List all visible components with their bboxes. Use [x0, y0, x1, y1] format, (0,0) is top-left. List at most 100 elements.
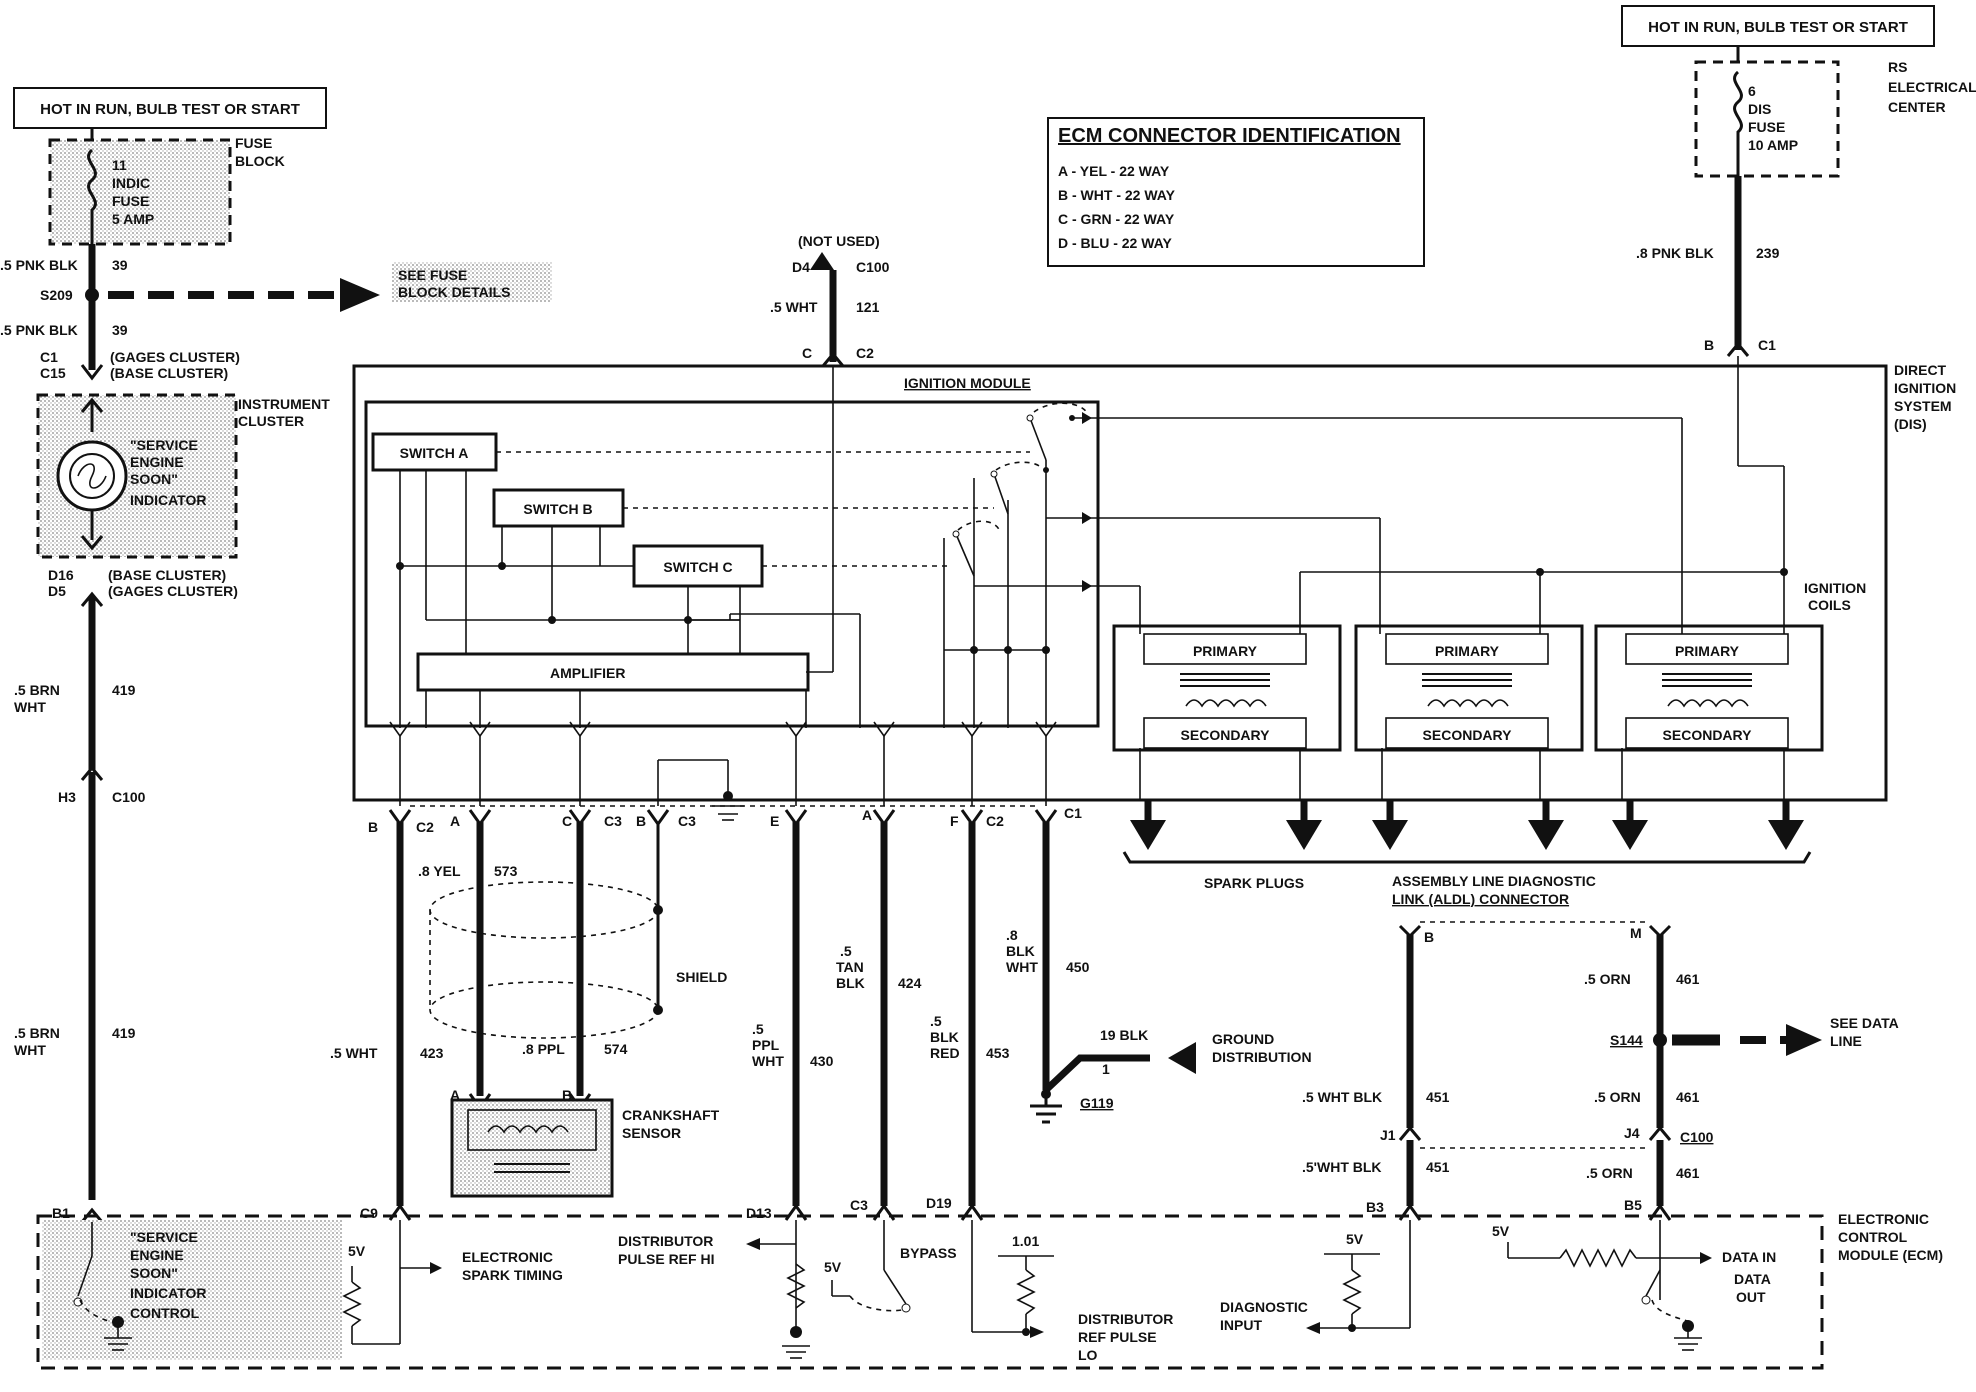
svg-text:DIS: DIS	[1748, 101, 1771, 117]
svg-text:BLOCK DETAILS: BLOCK DETAILS	[398, 284, 511, 300]
svg-text:SPARK PLUGS: SPARK PLUGS	[1204, 875, 1304, 891]
svg-text:ASSEMBLY LINE DIAGNOSTIC: ASSEMBLY LINE DIAGNOSTIC	[1392, 873, 1596, 889]
see-fuse-block: SEE FUSE BLOCK DETAILS	[392, 262, 552, 302]
wire-label: WHT	[1006, 959, 1038, 975]
circuit-label: 574	[604, 1041, 628, 1057]
circuit-label: 461	[1676, 971, 1700, 987]
svg-text:D - BLU - 22 WAY: D - BLU - 22 WAY	[1058, 235, 1172, 251]
svg-text:B: B	[1424, 929, 1434, 945]
svg-text:ELECTRONIC: ELECTRONIC	[462, 1249, 553, 1265]
connector-desc: (GAGES CLUSTER)	[110, 349, 240, 365]
wire-label: BLK	[1006, 943, 1035, 959]
switch-c	[632, 544, 764, 588]
pin-label: 1	[1102, 1061, 1110, 1077]
wire-label: .5 WHT	[330, 1045, 378, 1061]
svg-text:SENSOR: SENSOR	[622, 1125, 681, 1141]
svg-text:INPUT: INPUT	[1220, 1317, 1262, 1333]
svg-text:INDIC: INDIC	[112, 175, 150, 191]
aldl-connector: ASSEMBLY LINE DIAGNOSTIC LINK (ALDL) CON…	[1392, 873, 1672, 945]
svg-text:A: A	[450, 813, 460, 829]
circuit-label: 121	[856, 299, 880, 315]
wire-label: .5 WHT BLK	[1302, 1089, 1382, 1105]
spark-plug-icon	[1528, 820, 1564, 850]
svg-text:B: B	[636, 813, 646, 829]
coil-2: PRIMARY SECONDARY	[1354, 624, 1584, 752]
wire-label: .8 YEL	[418, 863, 461, 879]
svg-text:IGNITION: IGNITION	[1894, 380, 1956, 396]
switch-a	[371, 432, 498, 472]
wire-label: RED	[930, 1045, 960, 1061]
wire-label: WHT	[14, 699, 46, 715]
circuit-label: 419	[112, 1025, 136, 1041]
svg-text:CONTROL: CONTROL	[130, 1305, 200, 1321]
svg-text:ENGINE: ENGINE	[130, 454, 184, 470]
circuit-label: 450	[1066, 959, 1090, 975]
circuit-label: 423	[420, 1045, 444, 1061]
power-label-left: HOT IN RUN, BULB TEST OR START	[13, 87, 327, 129]
coil-1: PRIMARY SECONDARY	[1112, 624, 1342, 752]
power-label-right: HOT IN RUN, BULB TEST OR START	[1621, 5, 1935, 47]
svg-text:5V: 5V	[1492, 1223, 1510, 1239]
svg-text:SWITCH A: SWITCH A	[400, 445, 469, 461]
ignition-module: IGNITION MODULE SWITCH A SWITCH B SWITCH…	[364, 366, 1100, 728]
wire-label: PPL	[752, 1037, 780, 1053]
svg-text:PRIMARY: PRIMARY	[1675, 643, 1740, 659]
svg-text:PULSE REF HI: PULSE REF HI	[618, 1251, 714, 1267]
spark-plug-icon	[1372, 820, 1408, 850]
svg-text:C3: C3	[678, 813, 696, 829]
ground-dist-label: DISTRIBUTION	[1212, 1049, 1312, 1065]
svg-text:ENGINE: ENGINE	[130, 1247, 184, 1263]
circuit-label: 453	[986, 1045, 1010, 1061]
svg-text:SHIELD: SHIELD	[676, 969, 727, 985]
connector-label: D5	[48, 583, 66, 599]
connector-label: C15	[40, 365, 66, 381]
connector-desc: (BASE CLUSTER)	[108, 567, 226, 583]
bottom-connector-labels: B C2 A C C3 B C3 E A F C2 C1	[368, 805, 1082, 835]
svg-text:FUSE: FUSE	[235, 135, 272, 151]
crankshaft-sensor: A B CRANKSHAFT SENSOR	[450, 1087, 720, 1198]
see-data-line: SEE DATA	[1830, 1015, 1899, 1031]
connector-label: J1	[1380, 1127, 1396, 1143]
connector-label: C100	[1680, 1129, 1714, 1145]
wire-label: .5 PNK BLK	[0, 322, 78, 338]
connector-label: C100	[856, 259, 890, 275]
arrow-left-icon	[746, 1238, 760, 1250]
ecm: ELECTRONIC CONTROL MODULE (ECM) C9 D13 C…	[36, 1195, 1943, 1370]
svg-text:"SERVICE: "SERVICE	[130, 1229, 198, 1245]
svg-text:D19: D19	[926, 1195, 952, 1211]
fuse-left: 11 INDIC FUSE 5 AMP FUSE BLOCK	[48, 135, 285, 246]
arrow-right-icon	[1786, 1024, 1822, 1056]
wire-label: BLK	[836, 975, 865, 991]
wire-label: 19 BLK	[1100, 1027, 1148, 1043]
svg-text:RS: RS	[1888, 59, 1907, 75]
svg-text:M: M	[1630, 925, 1642, 941]
svg-text:DISTRIBUTOR: DISTRIBUTOR	[1078, 1311, 1173, 1327]
spark-plug-icon	[1286, 820, 1322, 850]
arrow-left-icon	[1168, 1042, 1196, 1074]
see-data-line: LINE	[1830, 1033, 1862, 1049]
circuit-label: 419	[112, 682, 136, 698]
svg-text:IGNITION MODULE: IGNITION MODULE	[904, 375, 1031, 391]
svg-text:(DIS): (DIS)	[1894, 416, 1927, 432]
svg-text:REF PULSE: REF PULSE	[1078, 1329, 1157, 1345]
svg-text:PRIMARY: PRIMARY	[1193, 643, 1258, 659]
wire-label: .5	[930, 1013, 942, 1029]
svg-text:DIAGNOSTIC: DIAGNOSTIC	[1220, 1299, 1308, 1315]
connector-icon	[80, 364, 104, 381]
circuit-label: 451	[1426, 1089, 1450, 1105]
wire-label: .5 BRN	[14, 1025, 60, 1041]
svg-text:INDICATOR: INDICATOR	[130, 492, 206, 508]
switch-b	[492, 488, 625, 528]
svg-text:COILS: COILS	[1808, 597, 1851, 613]
fuse-right: 6 DIS FUSE 10 AMP RS ELECTRICAL CENTER	[1694, 59, 1976, 178]
connector-label: J4	[1624, 1125, 1640, 1141]
svg-text:5V: 5V	[348, 1243, 366, 1259]
svg-text:SECONDARY: SECONDARY	[1663, 727, 1753, 743]
arrow-right-icon	[1700, 1252, 1712, 1264]
svg-text:LINK (ALDL) CONNECTOR: LINK (ALDL) CONNECTOR	[1392, 891, 1569, 907]
shield: SHIELD	[429, 822, 727, 1039]
svg-text:HOT IN RUN, BULB TEST OR START: HOT IN RUN, BULB TEST OR START	[1648, 19, 1908, 36]
circuit-label: 39	[112, 322, 128, 338]
svg-text:MODULE (ECM): MODULE (ECM)	[1838, 1247, 1943, 1263]
svg-text:HOT IN RUN, BULB TEST OR START: HOT IN RUN, BULB TEST OR START	[40, 101, 300, 118]
